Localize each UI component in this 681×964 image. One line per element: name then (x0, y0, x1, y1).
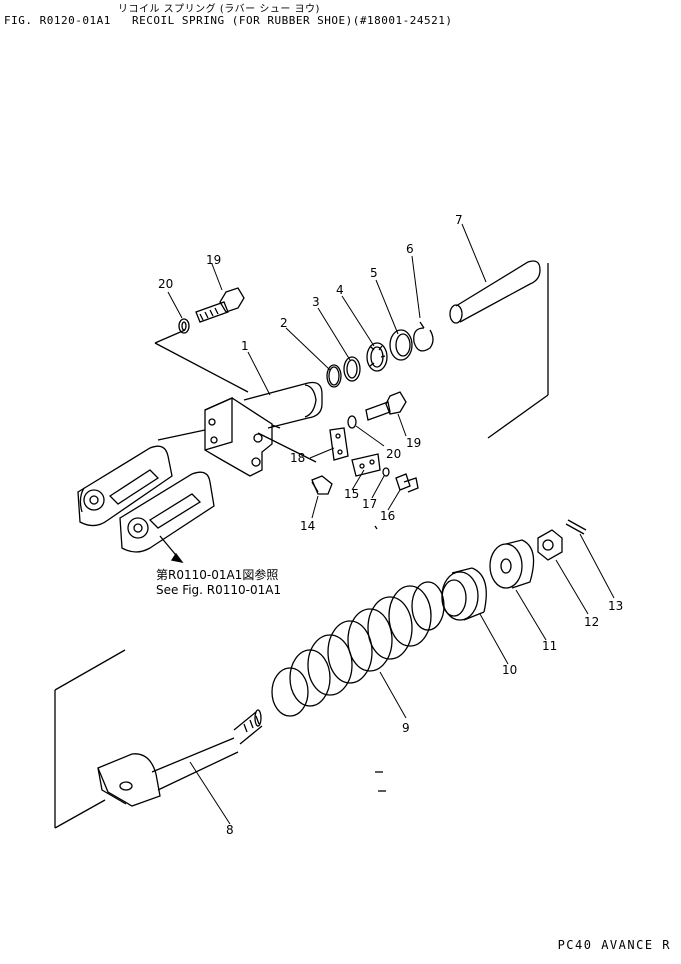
callout-5: 5 (370, 266, 378, 280)
idler-yoke-reference (77, 445, 215, 563)
title-japanese: リコイル スプリング (ラバー シュー ヨウ) (118, 4, 320, 15)
callout-17: 17 (362, 497, 377, 511)
part-19-bolt-lower (365, 391, 407, 421)
callout-19-upper: 19 (206, 253, 221, 267)
callout-6: 6 (406, 242, 414, 256)
callout-12: 12 (584, 615, 599, 629)
part-11-spacer (489, 539, 535, 589)
part-16-bolt (395, 473, 419, 493)
callout-7: 7 (455, 213, 463, 227)
callout-8: 8 (226, 823, 234, 837)
callout-11: 11 (542, 639, 557, 653)
callout-18: 18 (290, 451, 305, 465)
callout-3: 3 (312, 295, 320, 309)
model-name: PC40 AVANCE R (557, 938, 671, 952)
callout-19-lower: 19 (406, 436, 421, 450)
callout-16: 16 (380, 509, 395, 523)
frame-lines (54, 263, 549, 829)
part-13-cotter-pin (565, 519, 587, 535)
part-4-bearing (366, 342, 388, 372)
callout-13: 13 (608, 599, 623, 613)
part-15-plate (351, 453, 381, 477)
part-1-housing (204, 381, 323, 477)
part-14-grease-fitting (311, 475, 333, 495)
part-7-rod (449, 260, 541, 324)
part-20-washer-lower (347, 415, 357, 429)
part-18-plate (329, 427, 349, 461)
callout-20-upper: 20 (158, 277, 173, 291)
callout-14: 14 (300, 519, 315, 533)
part-10-spring-seat (441, 567, 487, 621)
part-19-bolt-upper (195, 287, 245, 323)
title-english: RECOIL SPRING (FOR RUBBER SHOE)(#18001-2… (132, 14, 453, 27)
part-9-spring (271, 581, 445, 717)
part-12-nut (537, 529, 563, 561)
callout-9: 9 (402, 721, 410, 735)
callout-10: 10 (502, 663, 517, 677)
part-20-washer-upper (178, 318, 190, 334)
part-6-snap-ring (413, 321, 434, 352)
callout-15: 15 (344, 487, 359, 501)
part-5-seal (389, 329, 413, 361)
callout-20-lower: 20 (386, 447, 401, 461)
part-8-bolt (97, 709, 263, 807)
reference-note-jp: 第R0110-01A1図参照 (156, 567, 278, 582)
callout-1: 1 (241, 339, 249, 353)
figure-number: FIG. R0120-01A1 (4, 14, 111, 27)
callout-2: 2 (280, 316, 288, 330)
part-17-washer (382, 467, 390, 477)
part-3-ring (343, 356, 361, 382)
callout-4: 4 (336, 283, 344, 297)
leader-lines (167, 223, 615, 825)
misc-marks (374, 525, 386, 792)
reference-note-en: See Fig. R0110-01A1 (156, 583, 281, 597)
part-2-ring (326, 364, 342, 388)
